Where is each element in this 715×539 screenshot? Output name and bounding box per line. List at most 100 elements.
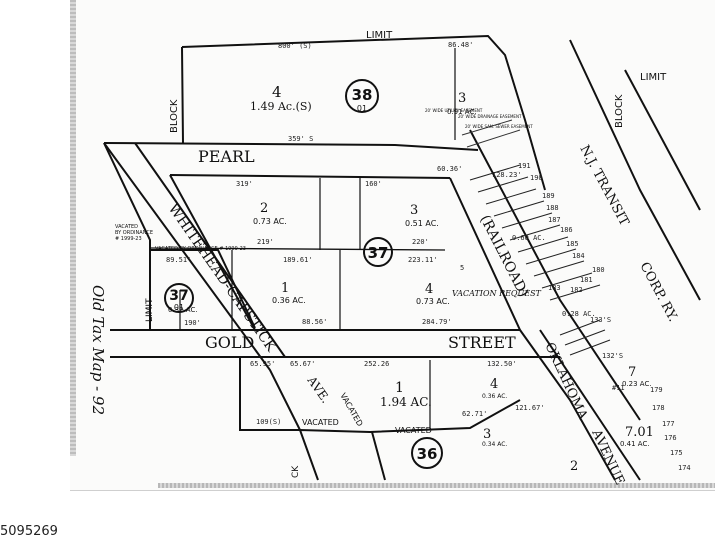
whitehead-avenue-line — [103, 142, 301, 431]
gold-street-label: GOLD — [205, 333, 254, 352]
lot-4-b36-number: 4 — [490, 377, 498, 392]
lot-3-b36-number: 3 — [483, 427, 491, 442]
dim-160: 160' — [365, 180, 382, 188]
avenue-label: AVENUE — [588, 426, 627, 487]
lot-174: 174 — [678, 464, 691, 472]
lot-175: 175 — [670, 449, 683, 457]
dim-60: 60.36' — [437, 165, 462, 173]
lot-4-number: 4 — [425, 282, 433, 297]
lot-4-b38-area: 1.49 Ac.(S) — [250, 100, 312, 113]
lot-37-area: 0.32 AC. — [168, 306, 198, 314]
lot-179: 179 — [650, 386, 663, 394]
vacated-ordinance-note: VACATED BY ORDINANCE # 1999-23 — [155, 246, 246, 252]
lot-188: 188 — [546, 204, 559, 212]
lot-186: 186 — [560, 226, 573, 234]
lot-3-b36-area: 0.34 AC. — [482, 441, 507, 448]
dim-88: 88.56' — [302, 318, 327, 326]
lot-1-area: 0.36 AC. — [272, 296, 306, 305]
lot-178: 178 — [652, 404, 665, 412]
lot-37-01-boundary — [150, 249, 256, 329]
dim-319: 319' — [236, 180, 253, 188]
horizontal-scrollbar[interactable] — [158, 483, 715, 488]
dim-220: 220' — [412, 238, 429, 246]
easement-drain-note: 20' WIDE DRAINAGE EASEMENT — [458, 114, 522, 119]
lot-180: 180 — [592, 266, 605, 274]
block-36-circle — [411, 437, 443, 469]
lot-1-number: 1 — [281, 281, 289, 296]
nj-transit-line-2 — [569, 39, 701, 301]
block-38-label: 38 — [352, 86, 373, 104]
vacated-line — [149, 247, 446, 251]
lot-3-b38-number: 3 — [458, 91, 466, 106]
lot-5: 5 — [460, 264, 464, 272]
listing-id: 5095269 — [0, 524, 58, 539]
nj-transit-line-1 — [469, 129, 641, 421]
lot-183: 183 — [548, 284, 561, 292]
nj-transit-line-3 — [624, 69, 701, 211]
lot-37-01-circle — [164, 283, 194, 313]
lot-181: 181 — [580, 276, 593, 284]
lot-176: 176 — [664, 434, 677, 442]
lot-37-label: 37 — [169, 288, 188, 304]
ave-label: AVE. — [304, 373, 333, 406]
dim-284: 284.79' — [422, 318, 452, 326]
lot-3-b38-area: 0.91 AC. — [447, 108, 477, 116]
block-36-label: 36 — [417, 445, 438, 463]
dim-189: 189.61' — [283, 256, 313, 264]
lot-189: 189 — [542, 192, 555, 200]
block-37-circle — [363, 237, 393, 267]
dim-132s: 132'S — [602, 352, 623, 360]
corp-ry-label: CORP. RY. — [636, 260, 680, 325]
scanned-tax-map-sheet — [70, 0, 715, 491]
lot-lines — [179, 48, 456, 430]
lot-190: 190 — [530, 174, 543, 182]
easement-sewer-note: 20' WIDE SAN. SEWER EASEMENT — [465, 124, 533, 129]
lot-191: 191 — [518, 162, 531, 170]
oklahoma-label: OKLAHOMA — [541, 340, 590, 422]
block-38-boundary — [181, 34, 546, 191]
lot-2-number: 2 — [260, 201, 268, 216]
limit-label-right: LIMIT — [640, 72, 667, 83]
dim-65a: 65.95' — [250, 360, 275, 368]
ck-label: CK — [291, 465, 301, 478]
vacated-note-left-1: VACATED — [115, 224, 138, 230]
block-38-sub: 01 — [357, 104, 367, 113]
lot-7-01-number: 7.01 — [625, 425, 654, 440]
lot-4-b36-area: 0.36 AC. — [482, 393, 507, 400]
pearl-street-edge-north — [103, 142, 479, 151]
lot-2-area: 0.73 AC. — [253, 217, 287, 226]
dim-800: 800' (S) — [278, 42, 312, 50]
area-028: 0.28 AC. — [562, 310, 596, 318]
railroad-label: (RAILROAD) — [476, 213, 531, 300]
dim-109: 109(S) — [256, 418, 281, 426]
area-060: 0.60 AC. — [512, 234, 546, 242]
vacated-note-left-3: # 1999-23 — [115, 236, 142, 242]
dim-252: 252.26 — [364, 360, 389, 368]
lot-3-number: 3 — [410, 203, 418, 218]
lot-4-b38-number: 4 — [272, 83, 282, 101]
lot-7-area: 0.23 AC. — [622, 380, 652, 388]
margin-handwritten-note: Old Tax Map - 92 — [89, 285, 107, 415]
lot-177: 177 — [662, 420, 675, 428]
dim-359: 359' S — [288, 135, 313, 143]
lot-4-area: 0.73 AC. — [416, 297, 450, 306]
vacated-note-left-2: BY ORDINANCE — [115, 230, 153, 236]
street-label: STREET — [448, 333, 516, 352]
limit-label-top: LIMIT — [366, 30, 393, 41]
pearl-street-label: PEARL — [198, 147, 255, 166]
lot-1-b36-area: 1.94 AC. — [380, 395, 432, 409]
lot-182: 182 — [570, 286, 583, 294]
railroad-lot-hatching — [469, 164, 611, 356]
dim-65b: 65.67' — [290, 360, 315, 368]
pearl-street-edge-south — [169, 174, 451, 179]
block-38-circle — [345, 79, 379, 113]
lot-184: 184 — [572, 252, 585, 260]
dim-128: 128.23' — [492, 171, 522, 179]
oklahoma-avenue-line — [519, 329, 641, 481]
block-36-boundary — [239, 357, 521, 481]
dim-219: 219' — [257, 238, 274, 246]
vacation-request-note: VACATION REQUEST — [452, 289, 542, 298]
vertical-scrollbar[interactable] — [70, 0, 76, 456]
block-label-right: BLOCK — [614, 94, 625, 128]
